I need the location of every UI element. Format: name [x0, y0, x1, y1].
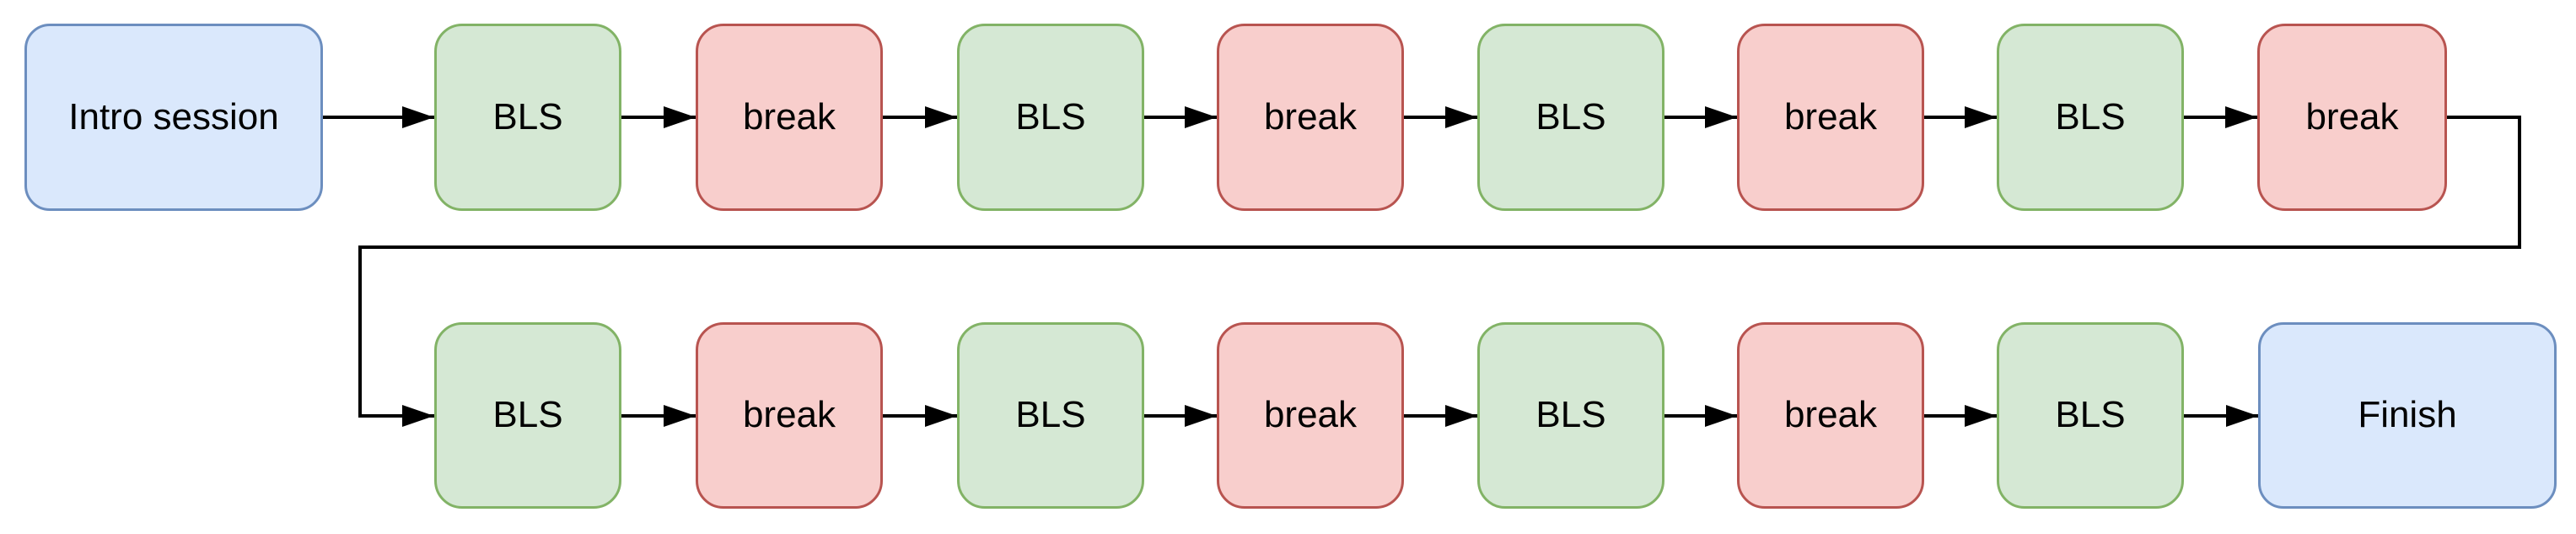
node-r1-break-3: break [1737, 24, 1924, 211]
node-label: BLS [2055, 394, 2126, 436]
node-r2-bls-3: BLS [1477, 322, 1664, 509]
node-label: BLS [492, 95, 563, 138]
node-r2-bls-4: BLS [1997, 322, 2184, 509]
node-label: break [742, 95, 836, 138]
node-label: break [1263, 394, 1358, 436]
node-label: break [1263, 95, 1358, 138]
node-label: BLS [2055, 95, 2126, 138]
node-label: BLS [1535, 394, 1606, 436]
node-label: BLS [492, 394, 563, 436]
node-label: BLS [1015, 394, 1086, 436]
node-r1-break-4: break [2257, 24, 2447, 211]
node-r1-bls-4: BLS [1997, 24, 2184, 211]
node-finish: Finish [2258, 322, 2557, 509]
node-label: Intro session [68, 95, 279, 138]
node-label: BLS [1535, 95, 1606, 138]
node-r2-bls-2: BLS [957, 322, 1144, 509]
node-label: BLS [1015, 95, 1086, 138]
connector-row1-wrap-to-row2 [358, 116, 2521, 427]
node-label: break [1783, 95, 1878, 138]
node-r2-break-2: break [1217, 322, 1404, 509]
node-r1-break-1: break [696, 24, 883, 211]
node-label: break [2305, 95, 2399, 138]
node-r1-break-2: break [1217, 24, 1404, 211]
node-label: break [742, 394, 836, 436]
node-intro: Intro session [24, 24, 323, 211]
node-r1-bls-3: BLS [1477, 24, 1664, 211]
node-label: Finish [2358, 394, 2457, 436]
node-r1-bls-2: BLS [957, 24, 1144, 211]
node-r2-bls-1: BLS [434, 322, 621, 509]
node-label: break [1783, 394, 1878, 436]
node-r1-bls-1: BLS [434, 24, 621, 211]
node-r2-break-1: break [696, 322, 883, 509]
node-r2-break-3: break [1737, 322, 1924, 509]
